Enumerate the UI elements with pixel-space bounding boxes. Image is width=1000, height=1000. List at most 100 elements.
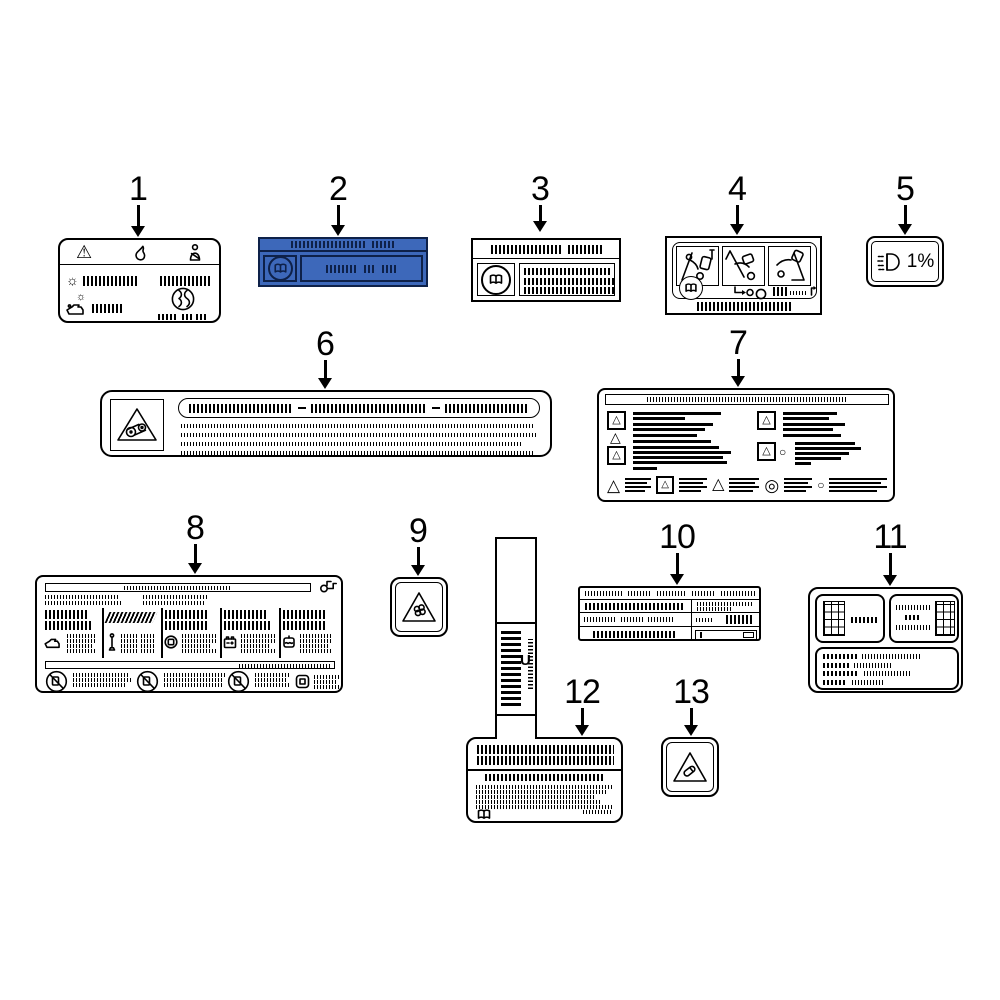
stamp-box (695, 630, 757, 641)
label-7-multi-warning-text: △ △ △ △ △ ○ △ △ △ (597, 388, 895, 502)
coolant-icon (282, 635, 296, 649)
callout-6: 6 (293, 327, 357, 389)
hook-arrow-icon (809, 286, 817, 296)
manual-book-icon (476, 809, 492, 820)
label-13-caution-cone (661, 737, 719, 797)
warning-triangle-icon: △ (610, 429, 621, 445)
label-1-vehicle-warning-data: ⚠ ☼ ☼ (58, 238, 221, 323)
oil-can-icon (65, 301, 87, 316)
callout-3: 3 (508, 172, 572, 232)
flame-icon (132, 244, 147, 261)
tire-tread-icon (823, 601, 845, 636)
label-12-hang-tag-body (466, 737, 623, 823)
arrow-head-icon (131, 226, 145, 237)
emblem-icon (170, 286, 196, 312)
buckle-arrow-icon (733, 286, 769, 300)
barcode-row (158, 314, 206, 320)
tire-tread-icon (935, 601, 955, 636)
table-row (823, 662, 957, 668)
callout-4: 4 (705, 172, 769, 235)
manual-book-icon (267, 256, 293, 281)
callout-number: 1 (129, 170, 148, 208)
label-1-header: ⚠ (60, 240, 219, 265)
boxed-warning-triangle-icon: △ (757, 442, 776, 461)
manual-book-icon (481, 264, 511, 295)
barcode-line (92, 304, 124, 313)
label-5-headlamp-leveling: 1% (866, 236, 944, 287)
label-3-manual-reference (471, 238, 621, 302)
percent-value: 1% (906, 250, 935, 272)
warning-triangle-icon: △ (607, 475, 621, 495)
callout-9: 9 (386, 514, 450, 576)
boxed-warning-triangle-icon: △ (757, 411, 776, 430)
divider (497, 622, 535, 624)
callout-7: 7 (706, 326, 770, 387)
label-11-tire-pressure (808, 587, 963, 693)
table-row (823, 671, 957, 676)
rotated-barcode-fine (528, 639, 533, 689)
callout-12: 12 (550, 675, 614, 736)
text-line (181, 442, 521, 446)
boxed-warning-triangle-icon: △ (607, 411, 626, 430)
callout-8: 8 (163, 511, 227, 574)
label-11-rear-box (889, 594, 959, 643)
double-circle-icon: ◎ (764, 475, 780, 495)
divider (497, 714, 535, 716)
label-12-hang-tag-strip: U (495, 537, 537, 739)
label-10-right-col (692, 600, 759, 641)
table-row (823, 654, 957, 659)
sun-icon: ☼ (76, 291, 87, 303)
prohibition-icon (45, 670, 68, 693)
label-3-header-barcode (473, 240, 619, 259)
label-2-header-barcode (260, 239, 426, 252)
warning-triangle-icon: △ (712, 476, 725, 493)
tag-junction (497, 735, 535, 740)
label-9-fan-warning (390, 577, 448, 637)
label-8-spec-columns (43, 608, 339, 658)
fan-warning-icon (395, 582, 443, 632)
label-10-left-col (580, 600, 692, 639)
passenger-icon (187, 244, 203, 261)
text-line (181, 424, 533, 428)
barcode-line (83, 276, 139, 286)
label-4-pictogram-panel (672, 242, 817, 300)
table-row (823, 679, 957, 685)
label-5-inner: 1% (871, 241, 939, 282)
barcode-line (697, 302, 792, 311)
label-3-text-cell (519, 263, 616, 296)
label-6-belt-warning (100, 390, 552, 457)
prohibition-icon (136, 670, 159, 693)
boxed-warning-triangle-icon: △ (607, 446, 626, 465)
label-11-front-box (815, 594, 885, 643)
label-2-manual-reference-blue (258, 237, 428, 287)
text-line (181, 451, 535, 455)
cone-warning-icon (666, 742, 714, 792)
callout-10: 10 (645, 520, 709, 585)
divider (468, 769, 621, 771)
circle-square-icon (164, 635, 178, 649)
pump-icon (318, 578, 338, 594)
label-2-text-cell (300, 255, 423, 282)
callout-11: 11 (858, 520, 922, 586)
label-8-fluid-spec (35, 575, 343, 693)
warning-triangle-icon: ⚠ (76, 242, 93, 262)
barcode-line (524, 287, 616, 294)
dipstick-icon (107, 633, 117, 652)
sun-icon: ☼ (66, 272, 79, 288)
battery-icon (223, 635, 237, 649)
rotated-barcode (501, 630, 521, 706)
seat-pictogram (768, 246, 811, 286)
barcode-line (524, 268, 610, 275)
label-3-icon-cell (477, 263, 515, 296)
callout-2: 2 (306, 172, 370, 236)
label-6-title-barcode (178, 398, 540, 418)
barcode-line (160, 276, 212, 286)
tag-letter: U (520, 652, 531, 669)
label-11-pressure-table (815, 647, 959, 690)
arrow-stem (136, 205, 140, 226)
callout-1: 1 (106, 170, 170, 237)
prohibition-icon (227, 670, 250, 693)
label-10-row1 (580, 588, 759, 600)
label-10-vehicle-data-plate (578, 586, 761, 641)
